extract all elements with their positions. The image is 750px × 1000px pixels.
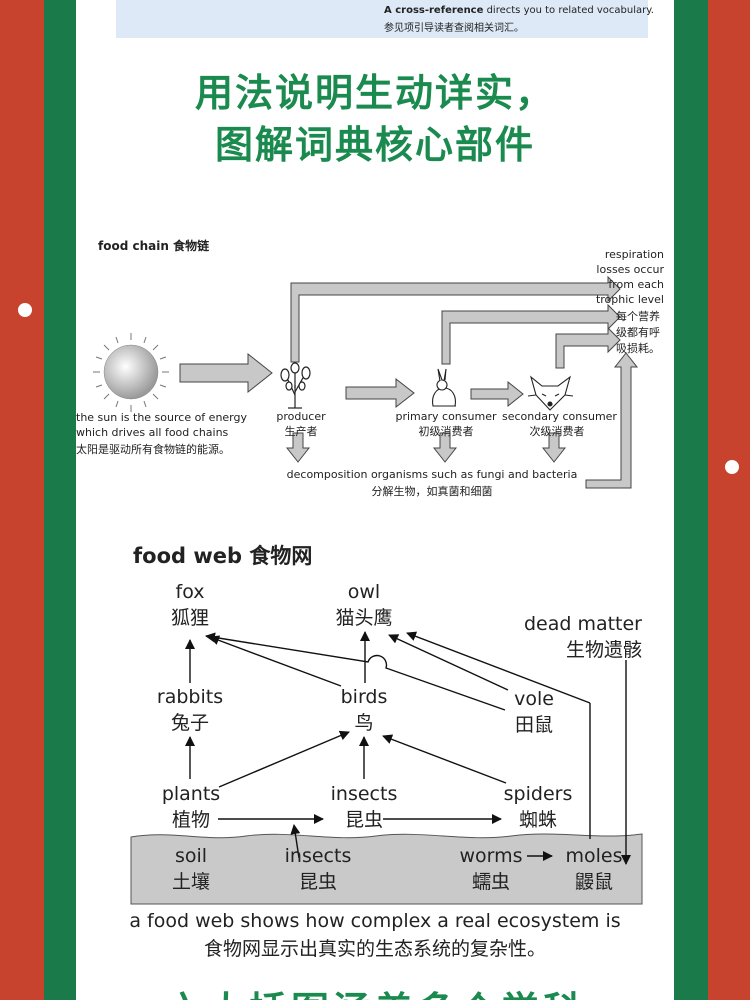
dead-matter-en: dead matter <box>516 613 642 635</box>
spiders-label-zh: 蜘蛛 <box>490 805 586 832</box>
birds-to-fox-arrow <box>210 637 341 686</box>
primary-to-secondary-arrow <box>471 382 523 406</box>
producer-label-en: producer <box>271 410 331 423</box>
bottom-headline: 六大插图涵盖多个学科 <box>76 980 674 1000</box>
owl-label-en: owl <box>322 581 406 603</box>
sun-caption-en1: the sun is the source of energy <box>76 411 222 424</box>
soil-label-en: soil <box>156 845 226 867</box>
food-web-caption-en: a food web shows how complex a real ecos… <box>76 910 674 932</box>
secondary-consumer-en: secondary consumer <box>502 410 612 423</box>
insects-label-zh: 昆虫 <box>316 805 412 832</box>
fox-icon <box>528 377 573 410</box>
soil-label-zh: 土壤 <box>156 867 226 894</box>
right-red-band <box>708 0 750 1000</box>
secondary-respiration-arrow <box>556 328 620 368</box>
respiration-en-2: losses occur <box>580 263 664 276</box>
decomposition-zh: 分解生物，如真菌和细菌 <box>282 483 582 499</box>
respiration-en-3: from each <box>580 278 664 291</box>
binder-hole-left <box>18 303 32 317</box>
primary-consumer-en: primary consumer <box>394 410 498 423</box>
respiration-en-4: trophic level <box>580 293 664 306</box>
sun-to-producer-arrow <box>180 354 272 392</box>
owl-label-zh: 猫头鹰 <box>322 603 406 630</box>
plants-label-en: plants <box>146 783 236 805</box>
sun-caption-en2: which drives all food chains <box>76 426 222 439</box>
birds-label-en: birds <box>322 686 406 708</box>
rabbits-label-zh: 兔子 <box>140 708 240 735</box>
spiders-to-birds-arrow <box>383 736 506 783</box>
secondary-consumer-zh: 次级消费者 <box>502 423 612 439</box>
producer-plant-icon <box>281 363 310 408</box>
rabbit-icon <box>433 369 456 406</box>
respiration-en-1: respiration <box>580 248 664 261</box>
spiders-label-en: spiders <box>490 783 586 805</box>
worms-label-en: worms <box>456 845 526 867</box>
sun-caption-zh: 太阳是驱动所有食物链的能源。 <box>76 441 222 457</box>
food-chain-title: food chain 食物链 <box>98 237 209 254</box>
vole-label-en: vole <box>496 688 572 710</box>
fox-label-zh: 狐狸 <box>150 603 230 630</box>
food-web-caption-zh: 食物网显示出真实的生态系统的复杂性。 <box>76 934 674 961</box>
binder-hole-right <box>725 460 739 474</box>
respiration-zh-2: 级都有呼 <box>616 324 660 340</box>
primary-consumer-zh: 初级消费者 <box>394 423 498 439</box>
fox-label-en: fox <box>150 581 230 603</box>
soil-insects-label-en: insects <box>270 845 366 867</box>
sun-icon <box>93 333 169 412</box>
vole-label-zh: 田鼠 <box>496 710 572 737</box>
plants-to-birds-arrow <box>219 732 349 787</box>
producer-to-primary-arrow <box>346 379 414 407</box>
dead-matter-zh: 生物遗骸 <box>516 635 642 662</box>
insects-label-en: insects <box>316 783 412 805</box>
decomposition-en: decomposition organisms such as fungi an… <box>282 468 582 481</box>
left-red-band <box>0 0 44 1000</box>
left-green-band <box>44 0 76 1000</box>
food-web-title: food web 食物网 <box>133 540 312 570</box>
page-center: A cross-reference directs you to related… <box>76 0 674 1000</box>
respiration-zh-1: 每个营养 <box>616 308 660 324</box>
moles-label-en: moles <box>554 845 634 867</box>
birds-label-zh: 鸟 <box>322 708 406 735</box>
vole-to-owl-arrow <box>389 635 508 690</box>
worms-label-zh: 蠕虫 <box>456 867 526 894</box>
right-green-band <box>674 0 708 1000</box>
producer-label-zh: 生产者 <box>271 423 331 439</box>
soil-insects-label-zh: 昆虫 <box>270 867 366 894</box>
rabbits-label-en: rabbits <box>140 686 240 708</box>
moles-label-zh: 鼹鼠 <box>554 867 634 894</box>
respiration-zh-3: 吸损耗。 <box>616 340 660 356</box>
plants-label-zh: 植物 <box>146 805 236 832</box>
